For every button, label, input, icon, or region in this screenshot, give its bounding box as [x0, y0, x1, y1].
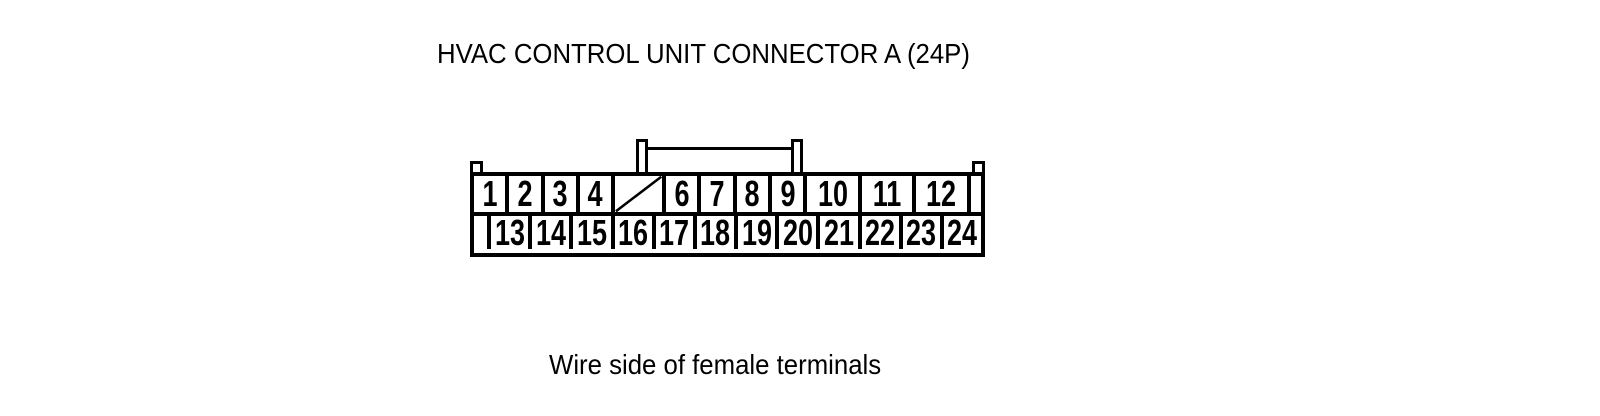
pin-cell-11: 11	[858, 176, 911, 212]
pin-cell-2: 2	[505, 176, 540, 212]
pin-number: 16	[618, 216, 649, 249]
pin-number: 4	[587, 176, 603, 212]
blocked-pin-slash-icon	[615, 176, 662, 212]
pin-cell-19: 19	[734, 216, 775, 249]
pin-number: 14	[535, 216, 566, 249]
pin-number: 23	[906, 216, 937, 249]
pin-cell-6: 6	[662, 176, 697, 212]
pin-number: 24	[947, 216, 978, 249]
pin-number: 8	[744, 176, 760, 212]
blank-slot-bottom-left	[474, 216, 487, 249]
pin-cell-21: 21	[816, 216, 857, 249]
pin-number: 12	[926, 176, 957, 212]
shell-corner-tab-left	[470, 161, 483, 173]
pin-cell-12: 12	[911, 176, 967, 212]
pin-cell-14: 14	[528, 216, 569, 249]
pin-cell-1: 1	[474, 176, 505, 212]
pin-number: 7	[709, 176, 725, 212]
pin-cell-9: 9	[767, 176, 803, 212]
caption: Wire side of female terminals	[549, 349, 882, 380]
pin-cell-22: 22	[857, 216, 899, 249]
pin-row-bottom: 13 14 15 16 17 18 19 20 21 22 23 24	[474, 216, 981, 249]
pin-number: 17	[659, 216, 690, 249]
pin-number: 11	[872, 176, 902, 212]
pin-number: 1	[482, 176, 498, 212]
shell-corner-tab-right	[972, 161, 985, 173]
pin-number: 20	[782, 216, 813, 249]
pin-number: 3	[552, 176, 568, 212]
latch-post-left	[636, 139, 648, 173]
pin-number: 9	[780, 176, 796, 212]
pin-cell-18: 18	[692, 216, 734, 249]
pin-cell-16: 16	[610, 216, 652, 249]
pin-number: 2	[517, 176, 533, 212]
pin-number: 6	[674, 176, 690, 212]
pin-cell-3: 3	[540, 176, 576, 212]
latch-bar	[645, 147, 794, 150]
connector-shell: 1 2 3 4 6 7 8 9 10 11 12 13 14 15 16 17	[470, 172, 985, 257]
pin-cell-5-blocked	[611, 176, 662, 212]
pin-number: 22	[865, 216, 896, 249]
pin-cell-15: 15	[569, 216, 610, 249]
pin-number: 19	[741, 216, 772, 249]
pin-number: 13	[494, 216, 525, 249]
pin-cell-10: 10	[803, 176, 858, 212]
pin-number: 15	[576, 216, 607, 249]
pin-row-top: 1 2 3 4 6 7 8 9 10 11 12	[474, 176, 981, 216]
pin-cell-7: 7	[697, 176, 732, 212]
pin-cell-13: 13	[487, 216, 528, 249]
pin-number: 21	[823, 216, 854, 249]
diagram-title: HVAC CONTROL UNIT CONNECTOR A (24P)	[437, 38, 970, 69]
pin-cell-20: 20	[775, 216, 816, 249]
pin-cell-23: 23	[898, 216, 940, 249]
pin-number: 10	[817, 176, 848, 212]
latch-post-right	[791, 139, 803, 173]
pin-cell-24: 24	[939, 216, 981, 249]
pin-number: 18	[700, 216, 731, 249]
pin-cell-17: 17	[651, 216, 693, 249]
pin-cell-4: 4	[575, 176, 611, 212]
blank-slot-top-right	[967, 176, 981, 212]
pin-cell-8: 8	[732, 176, 768, 212]
